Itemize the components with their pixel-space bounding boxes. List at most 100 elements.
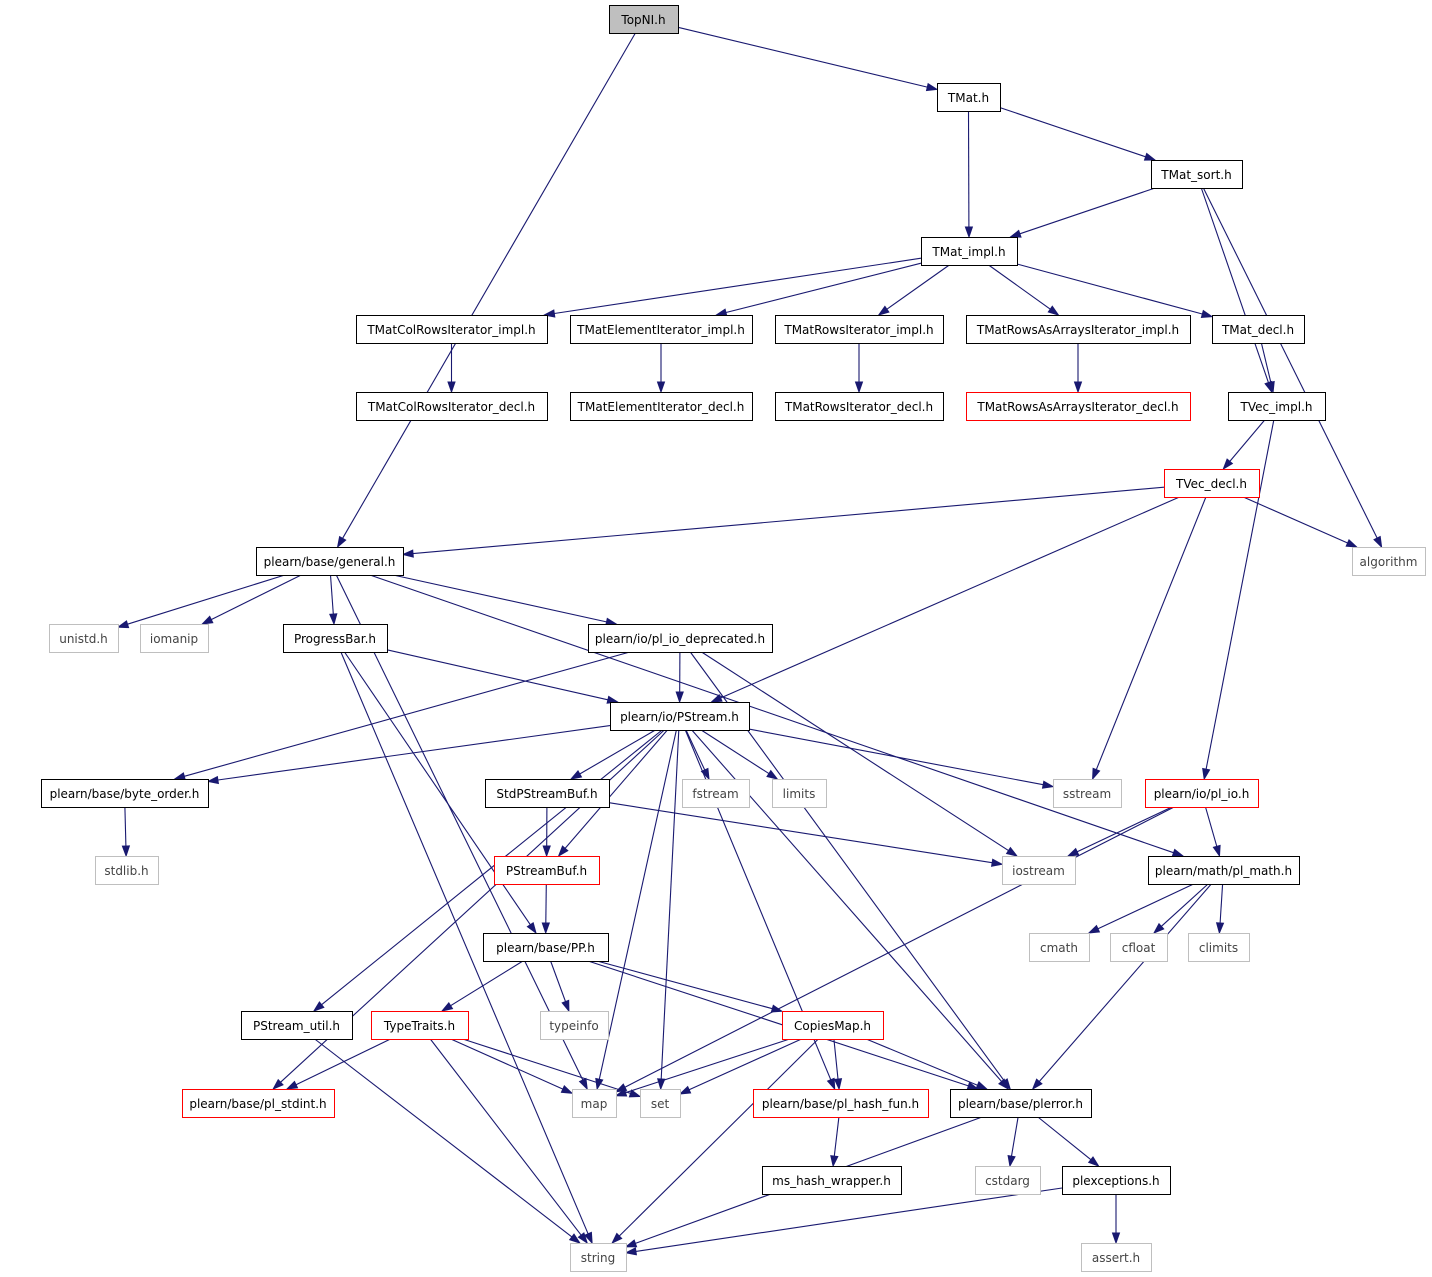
node-box: [1228, 392, 1326, 421]
edge-arrowhead: [925, 82, 939, 92]
edge-line: [833, 1116, 840, 1157]
node-rows-arr-impl[interactable]: TMatRowsAsArraysIterator_impl.h: [966, 315, 1191, 344]
edge-tmat-sort-to-algorithm: [1202, 187, 1383, 549]
edge-line: [625, 1038, 790, 1094]
node-top-ni[interactable]: TopNI.h: [609, 5, 679, 34]
edge-line: [124, 806, 127, 847]
edge-arrowhead: [678, 1085, 692, 1095]
edge-arrowhead: [1007, 1154, 1016, 1168]
edge-pl-io-to-pl-math: [1204, 806, 1221, 858]
edge-arrowhead: [1092, 767, 1101, 781]
edge-std-pstream-buf-to-pstream-buf: [542, 806, 551, 858]
edge-pstream-to-std-pstream-buf: [569, 729, 656, 780]
edge-copies-map-to-string: [611, 1038, 819, 1245]
node-rows-impl[interactable]: TMatRowsIterator_impl.h: [775, 315, 944, 344]
node-plexceptions[interactable]: plexceptions.h: [1062, 1166, 1171, 1195]
node-rows-arr-decl[interactable]: TMatRowsAsArraysIterator_decl.h: [966, 392, 1191, 421]
edge-arrowhead: [1215, 922, 1225, 935]
edge-tmat-impl-to-rows-arr-impl: [988, 264, 1060, 316]
node-iomanip: iomanip: [140, 624, 209, 653]
edge-tmat-impl-to-elem-impl: [714, 262, 922, 317]
edge-arrowhead: [1345, 538, 1359, 548]
edge-arrowhead: [312, 1001, 325, 1012]
node-fstream: fstream: [682, 779, 750, 808]
node-col-rows-impl[interactable]: TMatColRowsIterator_impl.h: [356, 315, 548, 344]
node-progress-bar[interactable]: ProgressBar.h: [283, 624, 388, 653]
node-copies-map[interactable]: CopiesMap.h: [782, 1011, 884, 1040]
node-pl-math[interactable]: plearn/math/pl_math.h: [1148, 856, 1300, 885]
edge-line: [624, 806, 1175, 1088]
node-pl-stdint[interactable]: plearn/base/pl_stdint.h: [182, 1089, 335, 1118]
node-std-pstream-buf[interactable]: StdPStreamBuf.h: [485, 779, 610, 808]
node-tvec-impl[interactable]: TVec_impl.h: [1228, 392, 1326, 421]
node-pstream-buf[interactable]: PStreamBuf.h: [494, 856, 600, 885]
node-rows-decl[interactable]: TMatRowsIterator_decl.h: [775, 392, 944, 421]
edge-tvec-decl-to-pstream: [710, 496, 1180, 703]
node-label: ms_hash_wrapper.h: [772, 1174, 891, 1188]
node-label: TypeTraits.h: [383, 1019, 455, 1033]
edge-pl-io-dep-to-byte-order: [173, 651, 630, 781]
node-box: [772, 779, 827, 808]
node-general[interactable]: plearn/base/general.h: [256, 547, 404, 576]
node-label: TVec_decl.h: [1175, 477, 1247, 491]
edge-line: [598, 729, 677, 1080]
node-elem-impl[interactable]: TMatElementIterator_impl.h: [570, 315, 753, 344]
node-box: [775, 315, 944, 344]
node-col-rows-decl[interactable]: TMatColRowsIterator_decl.h: [356, 392, 548, 421]
node-box: [95, 856, 159, 885]
edge-line: [184, 651, 630, 777]
edge-line: [596, 960, 773, 1010]
node-assert: assert.h: [1081, 1243, 1152, 1272]
node-pstream[interactable]: plearn/io/PStream.h: [610, 702, 750, 731]
node-label: sstream: [1063, 787, 1111, 801]
node-pl-io-dep[interactable]: plearn/io/pl_io_deprecated.h: [588, 624, 773, 653]
edge-line: [1219, 883, 1224, 924]
node-tvec-decl[interactable]: TVec_decl.h: [1164, 469, 1260, 498]
node-unistd: unistd.h: [49, 624, 119, 653]
node-box: [1110, 933, 1168, 962]
edge-line: [1243, 496, 1348, 544]
node-byte-order[interactable]: plearn/base/byte_order.h: [41, 779, 209, 808]
edge-line: [635, 1187, 1063, 1252]
edge-plerror-to-cstdarg: [1007, 1116, 1019, 1168]
node-tmat-decl[interactable]: TMat_decl.h: [1212, 315, 1305, 344]
edge-line: [1205, 419, 1275, 770]
node-limits: limits: [772, 779, 827, 808]
node-pl-io[interactable]: plearn/io/pl_io.h: [1145, 779, 1259, 808]
node-type-traits[interactable]: TypeTraits.h: [371, 1011, 469, 1040]
edge-line: [127, 574, 285, 625]
edge-pl-math-to-cmath: [1087, 883, 1194, 934]
edge-line: [1229, 419, 1266, 462]
node-label: plearn/base/PP.h: [496, 941, 595, 955]
node-pl-hash-fun[interactable]: plearn/base/pl_hash_fun.h: [753, 1089, 929, 1118]
edge-tvec-decl-to-sstream: [1092, 496, 1207, 781]
edge-arrowhead: [854, 381, 864, 394]
node-label: plearn/math/pl_math.h: [1155, 864, 1292, 878]
edge-line: [1016, 263, 1203, 315]
edge-col-rows-impl-to-col-rows-decl: [447, 343, 456, 394]
node-elem-decl[interactable]: TMatElementIterator_decl.h: [570, 392, 753, 421]
node-tmat-sort[interactable]: TMat_sort.h: [1151, 160, 1243, 189]
edge-pl-io-dep-to-pstream: [675, 651, 684, 704]
node-box: [610, 702, 750, 731]
edge-line: [329, 574, 334, 615]
node-ms-hash[interactable]: ms_hash_wrapper.h: [762, 1166, 902, 1195]
node-pp[interactable]: plearn/base/PP.h: [483, 933, 609, 962]
node-label: climits: [1199, 941, 1238, 955]
edge-arrowhead: [557, 845, 569, 858]
node-tmat-impl[interactable]: TMat_impl.h: [921, 237, 1018, 266]
edge-arrowhead: [272, 1078, 284, 1091]
node-label: TMatElementIterator_decl.h: [577, 400, 745, 414]
edge-pstream-to-map: [595, 729, 677, 1091]
edge-line: [217, 725, 611, 781]
node-plerror[interactable]: plearn/base/plerror.h: [950, 1089, 1092, 1118]
node-algorithm: algorithm: [1352, 547, 1426, 576]
node-tmat[interactable]: TMat.h: [937, 83, 1001, 112]
node-label: TMat_sort.h: [1160, 168, 1231, 182]
edge-arrowhead: [560, 1085, 574, 1094]
node-pstream-util[interactable]: PStream_util.h: [241, 1011, 353, 1040]
node-box: [485, 779, 610, 808]
edge-pstream-to-fstream: [685, 729, 710, 781]
edge-line: [1010, 1116, 1019, 1157]
edge-tvec-decl-to-general: [401, 486, 1165, 558]
